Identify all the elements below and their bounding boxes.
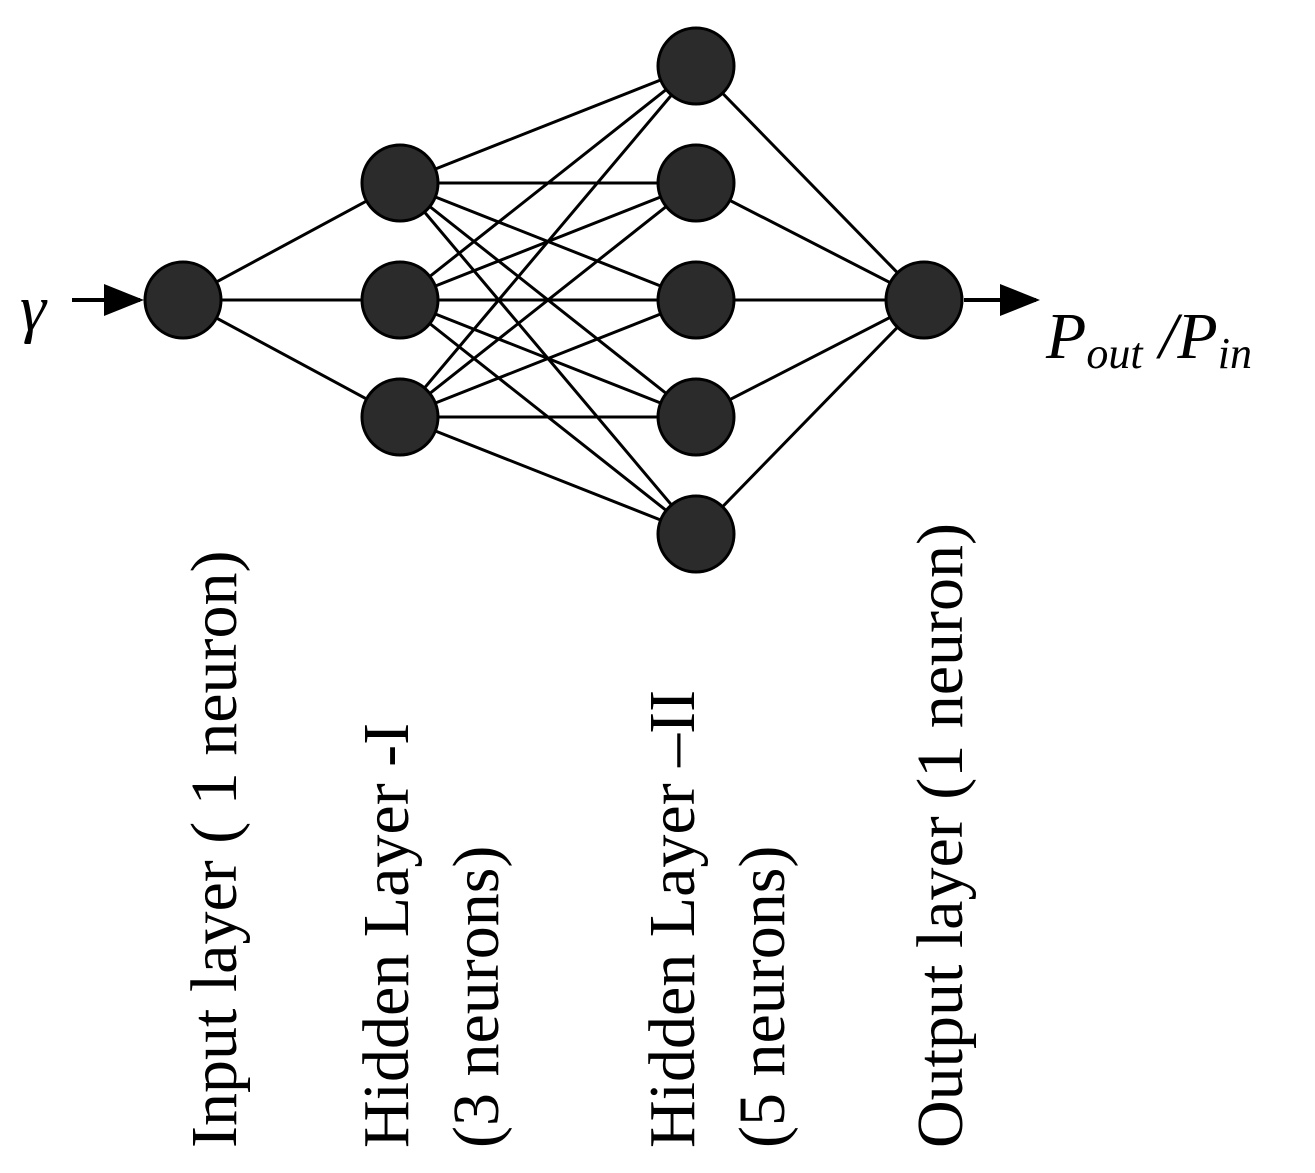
neuron-output-1 — [884, 260, 964, 340]
connection-hidden-1-2-to-hidden-2-4 — [399, 415, 697, 536]
connection-hidden-2-4-to-output-0 — [694, 298, 926, 536]
neuron-hidden-1-1 — [360, 143, 440, 223]
connection-hidden-1-2-to-hidden-2-2 — [399, 298, 697, 419]
neuron-input-1 — [143, 260, 223, 340]
neuron-hidden-2-2 — [656, 143, 736, 223]
hidden-layer-2-label-line1: Hidden Layer –II — [636, 690, 709, 1148]
output-label-sub2: in — [1218, 329, 1252, 378]
output-label-p1: P — [1045, 300, 1086, 373]
connection-hidden-2-0-to-output-0 — [694, 64, 926, 302]
connection-input-0-to-hidden-1-2 — [182, 298, 401, 419]
connection-hidden-2-1-to-output-0 — [695, 181, 925, 302]
neuron-hidden-2-3 — [656, 260, 736, 340]
connection-hidden-1-0-to-hidden-2-0 — [399, 64, 697, 185]
connection-hidden-2-3-to-output-0 — [695, 298, 925, 419]
output-label: Pout /Pin — [1045, 300, 1252, 378]
neuron-hidden-2-5 — [656, 494, 736, 574]
neuron-hidden-1-2 — [360, 260, 440, 340]
connections — [182, 64, 926, 536]
hidden-layer-2-label-line2: (5 neurons) — [726, 846, 799, 1148]
input-layer-label: Input layer ( 1 neuron) — [178, 551, 251, 1148]
connection-hidden-1-2-to-hidden-2-0 — [398, 65, 698, 418]
hidden-layer-1-label-line1: Hidden Layer -I — [350, 723, 423, 1148]
hidden-layer-1-label-line2: (3 neurons) — [440, 846, 513, 1148]
output-layer-label: Output layer (1 neuron) — [904, 523, 977, 1148]
neurons — [143, 26, 964, 574]
neuron-hidden-1-3 — [360, 377, 440, 457]
connection-input-0-to-hidden-1-0 — [182, 181, 401, 302]
neuron-hidden-2-4 — [656, 377, 736, 457]
neuron-hidden-2-1 — [656, 26, 736, 106]
output-label-slash: / — [1143, 300, 1184, 373]
input-symbol: γ — [20, 272, 48, 345]
output-label-sub1: out — [1086, 329, 1144, 378]
connection-hidden-1-1-to-hidden-2-0 — [399, 64, 697, 302]
connection-hidden-1-2-to-hidden-2-1 — [399, 181, 697, 419]
output-label-p2: P — [1176, 300, 1217, 373]
